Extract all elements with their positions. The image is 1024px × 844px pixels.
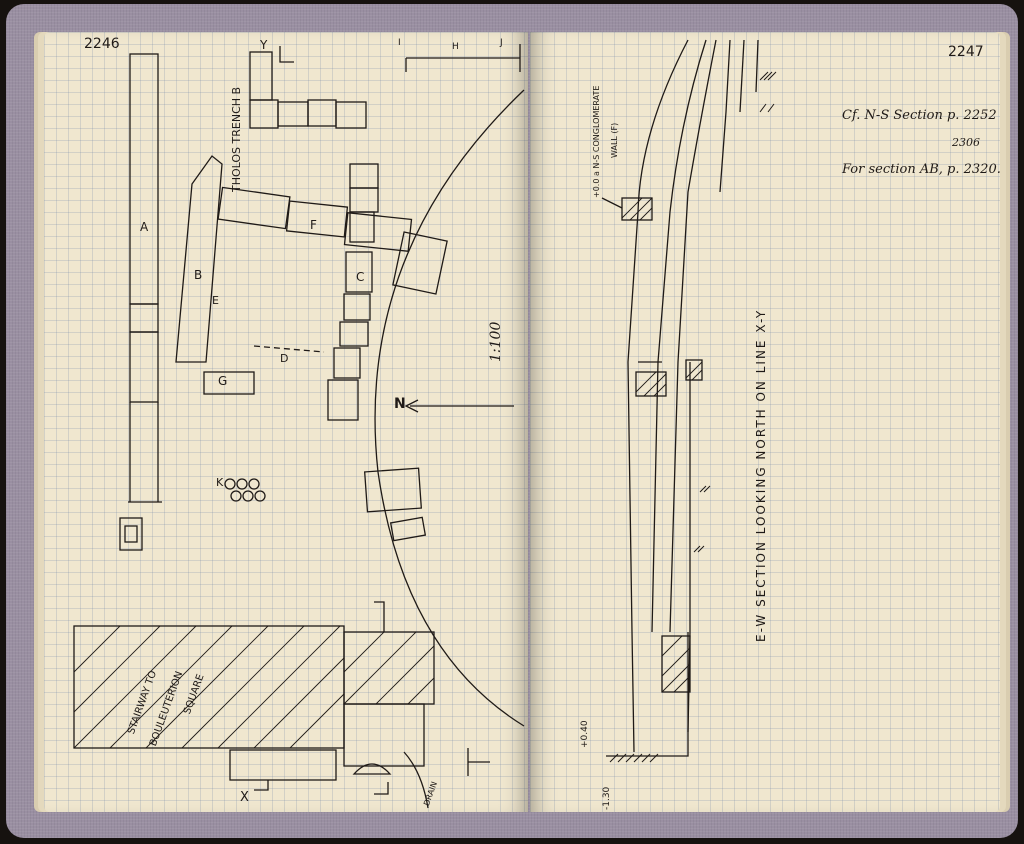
note-line-1: Cf. N-S Section p. 2252 — [842, 108, 997, 123]
scale-label: 1:100 — [488, 321, 504, 362]
right-page-number: 2247 — [948, 44, 984, 60]
section-title: E-W SECTION LOOKING NORTH ON LINE X-Y — [754, 308, 768, 642]
right-page: 2247 Cf. N-S Section p. 2252 2306 For se… — [530, 32, 1001, 812]
label-e: E — [212, 294, 219, 307]
label-f: F — [310, 218, 317, 232]
label-a: A — [140, 220, 149, 234]
wall-label-2: WALL (F) — [610, 122, 619, 158]
label-g: G — [218, 374, 228, 388]
note-line-2: 2306 — [952, 136, 980, 149]
section-drawing — [601, 39, 777, 763]
elevation-upper: +0.40 — [580, 720, 590, 748]
tholos-trench-label: THOLOS TRENCH B — [230, 86, 243, 192]
label-k: K — [216, 476, 224, 489]
elevation-lower: -1.30 — [602, 786, 612, 810]
label-y: Y — [260, 38, 268, 52]
label-c: C — [356, 270, 365, 284]
label-i: I — [398, 38, 401, 48]
label-x: X — [240, 790, 249, 805]
label-h: H — [452, 42, 459, 52]
left-page-number: 2246 — [84, 36, 120, 52]
label-d: D — [280, 352, 289, 365]
north-label: N — [394, 396, 406, 412]
wall-label-1: +0.0 a N-S CONGLOMERATE — [592, 85, 601, 198]
excavation-plan-drawing — [73, 44, 525, 809]
left-page: 2246 — [44, 32, 528, 812]
label-j: J — [500, 38, 503, 48]
label-b: B — [194, 268, 203, 282]
note-line-3: For section AB, p. 2320. — [842, 162, 1001, 177]
